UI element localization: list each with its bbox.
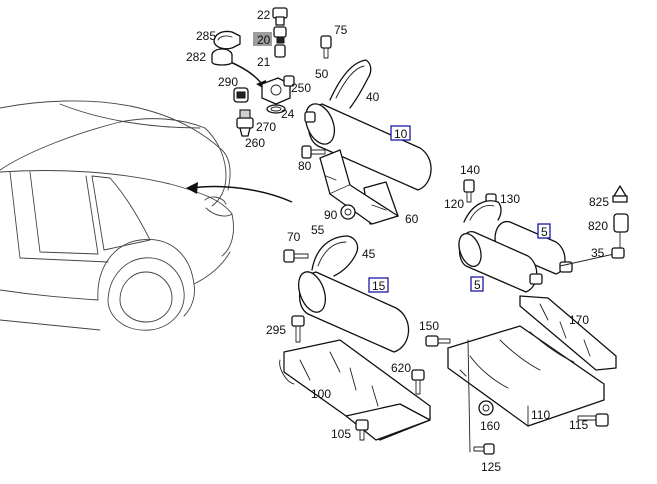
callout-130: 130 (500, 192, 520, 206)
callout-21: 21 (257, 55, 271, 69)
callout-60: 60 (405, 212, 419, 226)
valve-cluster (211, 7, 295, 137)
car-outline (0, 100, 234, 331)
callout-105: 105 (331, 427, 351, 441)
callout-55: 55 (311, 223, 325, 237)
callout-110: 110 (531, 408, 550, 422)
callout-35: 35 (591, 246, 605, 260)
cylinder-10 (304, 103, 432, 191)
bolt-295 (291, 315, 305, 343)
bolt-125 (473, 443, 495, 455)
bolt-150 (425, 335, 451, 347)
callout-50: 50 (315, 67, 329, 81)
callout-170: 170 (569, 313, 589, 327)
callout-75: 75 (334, 23, 348, 37)
cradle-60 (319, 149, 399, 225)
callout-10: 10 (394, 127, 408, 141)
callout-120: 120 (444, 197, 464, 211)
callout-825: 825 (589, 195, 609, 209)
callout-15: 15 (372, 279, 386, 293)
callout-45: 45 (362, 247, 376, 261)
callout-270: 270 (256, 120, 276, 134)
callout-115: 115 (569, 418, 588, 432)
bolt-105 (355, 419, 369, 441)
cylinder-5-rear (494, 221, 573, 275)
callout-125: 125 (481, 460, 501, 474)
callout-250: 250 (291, 81, 311, 95)
callout-40: 40 (366, 90, 380, 104)
callout-295: 295 (266, 323, 286, 337)
callout-15-box (368, 277, 389, 293)
nut-160 (478, 400, 494, 416)
callout-90: 90 (324, 208, 338, 222)
callout-5a: 5 (541, 225, 548, 239)
frame-170 (519, 295, 617, 371)
bolt-80 (301, 145, 326, 159)
fitting-820 (613, 213, 629, 233)
callout-820: 820 (588, 219, 608, 233)
callout-150: 150 (419, 319, 439, 333)
bolt-115 (577, 413, 609, 427)
callout-10-box (390, 125, 411, 141)
callout-24: 24 (281, 107, 295, 121)
callout-100: 100 (311, 387, 331, 401)
callout-70: 70 (287, 230, 301, 244)
callout-290: 290 (218, 75, 238, 89)
bolt-140 (463, 179, 475, 203)
callout-5b-box (470, 276, 484, 292)
callout-5a-box (537, 223, 551, 239)
callout-labels: 22 20 285 282 21 75 50 40 290 250 24 270… (186, 8, 609, 474)
callout-22: 22 (257, 8, 271, 22)
callout-620: 620 (391, 361, 411, 375)
tray-110 (447, 325, 605, 453)
callout-5b: 5 (474, 278, 481, 292)
callout-260: 260 (245, 136, 265, 150)
cylinder-15 (297, 271, 410, 353)
fitting-825 (612, 185, 628, 203)
callout-140: 140 (460, 163, 480, 177)
callout-20: 20 (257, 33, 271, 47)
callout-285: 285 (196, 29, 216, 43)
strap-45-55 (311, 235, 359, 277)
callout-282: 282 (186, 50, 206, 64)
bolt-70 (283, 249, 309, 263)
nut-90 (340, 204, 356, 220)
bolt-620 (411, 369, 425, 395)
cylinder-5-front (458, 231, 543, 293)
pipe-35 (559, 231, 625, 267)
callout-20-highlight (253, 32, 272, 46)
strap-40-50 (329, 59, 372, 109)
bolt-75 (320, 35, 332, 59)
frame-100 (279, 339, 431, 441)
strap-120 (463, 200, 502, 223)
callout-80: 80 (298, 159, 312, 173)
callout-160: 160 (480, 419, 500, 433)
insertion-arrow (186, 182, 293, 203)
